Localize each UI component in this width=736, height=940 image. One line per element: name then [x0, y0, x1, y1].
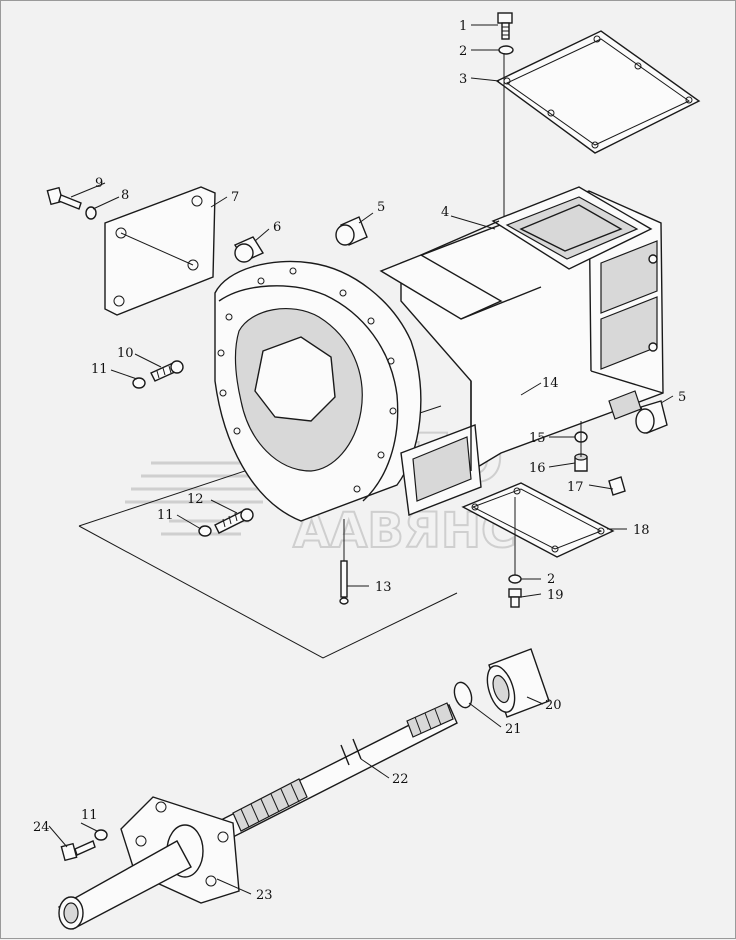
callout-21: 21 — [505, 722, 522, 737]
callout-6: 6 — [273, 220, 281, 235]
stud-10 — [150, 360, 184, 382]
nut-11-upper — [132, 377, 146, 389]
bottom-bolt — [508, 588, 522, 608]
callout-20: 20 — [545, 698, 562, 713]
callout-10: 10 — [117, 346, 134, 361]
callout-4: 4 — [441, 205, 449, 220]
leader-lines — [48, 24, 674, 895]
callout-11c: 11 — [81, 808, 98, 823]
top-bolt — [497, 12, 513, 40]
top-cover-plate — [495, 30, 701, 154]
callout-15: 15 — [529, 431, 546, 446]
callout-22: 22 — [392, 772, 409, 787]
callout-9: 9 — [95, 176, 103, 191]
breather — [608, 476, 626, 496]
callout-3: 3 — [459, 72, 467, 87]
callout-14: 14 — [542, 376, 559, 391]
callout-7: 7 — [231, 190, 239, 205]
cover-washer — [85, 206, 97, 220]
transmission-housing — [214, 186, 664, 522]
side-cover-plate — [104, 186, 216, 316]
callout-11: 11 — [91, 362, 108, 377]
callout-labels: 1 2 3 4 5 5 6 7 8 9 10 11 11 11 12 13 14… — [33, 19, 686, 903]
bottom-washer — [508, 574, 522, 584]
snap-ring — [453, 681, 473, 709]
cover-bolt — [46, 186, 82, 210]
callout-19: 19 — [547, 588, 564, 603]
callout-16: 16 — [529, 461, 546, 476]
callout-18: 18 — [633, 523, 650, 538]
callout-24: 24 — [33, 820, 50, 835]
nut-11-lower — [198, 525, 212, 537]
callout-1: 1 — [459, 19, 467, 34]
callout-2: 2 — [459, 44, 467, 59]
callout-5b: 5 — [678, 390, 686, 405]
bearing-retainer — [58, 796, 240, 930]
callout-5: 5 — [377, 200, 385, 215]
callout-12: 12 — [187, 492, 204, 507]
input-shaft — [222, 702, 458, 838]
drain-plug — [574, 453, 588, 472]
long-bolt — [339, 560, 349, 605]
stud-12 — [214, 508, 254, 534]
top-washer — [498, 45, 514, 55]
callout-17: 17 — [567, 480, 584, 495]
bottom-cover-plate — [461, 482, 615, 558]
bushing-5-right — [635, 400, 668, 434]
splined-sleeve — [486, 648, 550, 718]
callout-13: 13 — [375, 580, 392, 595]
callout-2b: 2 — [547, 572, 555, 587]
callout-8: 8 — [121, 188, 129, 203]
retainer-bolt — [60, 840, 96, 862]
retainer-washer — [94, 829, 108, 841]
bushing-6 — [233, 236, 265, 263]
callout-11b: 11 — [157, 508, 174, 523]
bushing-5-top — [335, 216, 368, 246]
callout-23: 23 — [256, 888, 273, 903]
